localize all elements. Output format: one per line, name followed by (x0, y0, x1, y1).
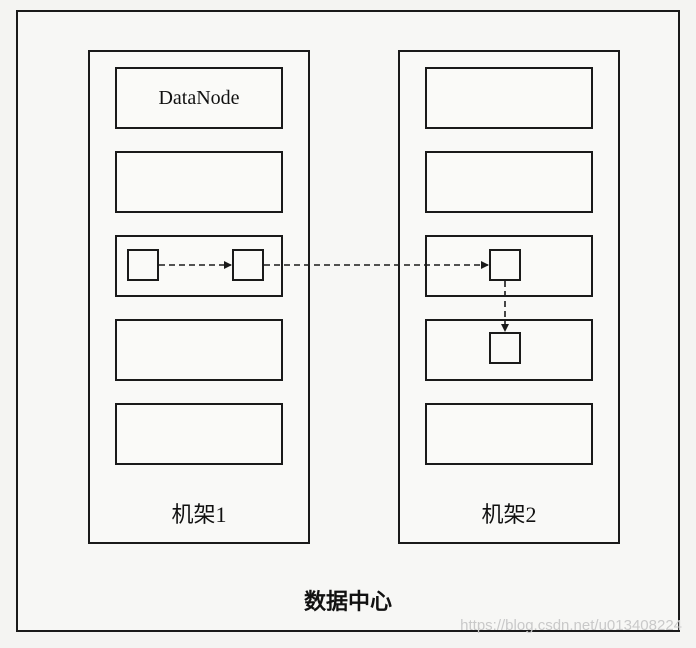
datanode-box: DataNode (115, 67, 283, 129)
rack2-node-2 (425, 151, 593, 213)
rack-1-label: 机架1 (171, 502, 227, 527)
block-replica-4 (489, 332, 521, 364)
block-replica-3 (489, 249, 521, 281)
rack2-node-1 (425, 67, 593, 129)
rack-2-label: 机架2 (481, 502, 537, 527)
datacenter-label: 数据中心 (303, 590, 392, 615)
watermark: https://blog.csdn.net/u013408224 (460, 617, 682, 634)
rack1-node-2 (115, 151, 283, 213)
block-replica-1 (127, 249, 159, 281)
rack1-node-5 (115, 403, 283, 465)
rack2-node-5 (425, 403, 593, 465)
block-replica-2 (232, 249, 264, 281)
rack-1: DataNode 机架1 (88, 50, 310, 544)
rack1-node-4 (115, 319, 283, 381)
rack-2: 机架2 (398, 50, 620, 544)
datacenter-boundary: DataNode 机架1 机架2 数据中心 (16, 10, 680, 632)
